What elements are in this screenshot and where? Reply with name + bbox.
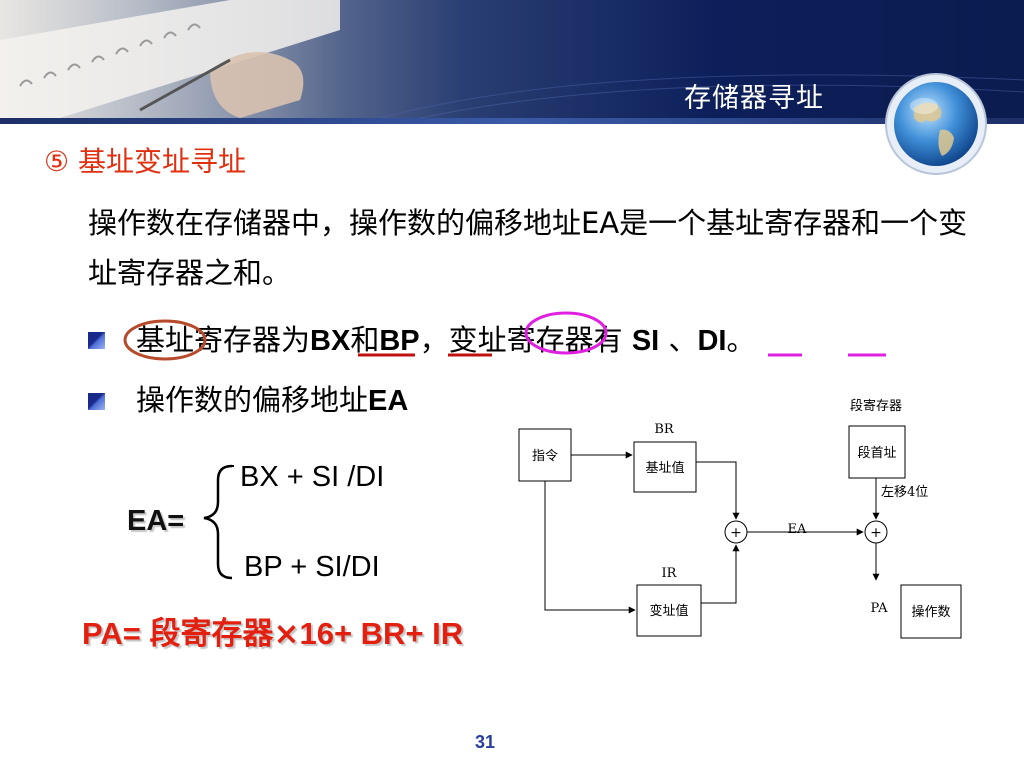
shift-label: 左移4位 xyxy=(881,485,928,500)
reg-bx: BX xyxy=(310,325,351,357)
text-period: 。 xyxy=(726,323,756,357)
brace-symbol xyxy=(203,464,233,580)
bullet-offset-address: 操作数的偏移地址EA xyxy=(136,377,408,419)
formula-line-2: BP + SI/DI xyxy=(244,551,380,583)
text-and: 和 xyxy=(350,323,380,357)
intro-paragraph: 操作数在存储器中，操作数的偏移地址EA是一个基址寄存器和一个变址寄存器之和。 xyxy=(88,206,968,290)
reg-di: DI xyxy=(697,325,727,357)
ea-text: EA xyxy=(368,385,409,417)
operand-box xyxy=(900,584,962,639)
base-value-box xyxy=(633,441,697,493)
text-separator: 、 xyxy=(659,323,698,357)
pa-prefix: PA= xyxy=(82,616,150,651)
base-value-label: 基址值 xyxy=(645,460,684,476)
globe-icon xyxy=(885,73,987,175)
svg-text:+: + xyxy=(730,525,742,541)
bullet-registers: 基址寄存器为BX和BP，变址寄存器有 SI 、DI。 xyxy=(136,317,755,359)
bullet-square-icon xyxy=(88,332,105,349)
header-divider xyxy=(0,118,1024,124)
seg-reg-label: 段寄存器 xyxy=(850,398,902,414)
pa-seg-reg: 段寄存器× xyxy=(149,616,300,652)
instruction-label: 指令 xyxy=(532,449,558,464)
header-banner xyxy=(0,0,1024,118)
index-value-label: 变址值 xyxy=(649,603,688,619)
svg-text:+: + xyxy=(870,525,882,541)
pa-suffix: 16+ BR+ IR xyxy=(299,616,464,651)
text-base-register: 基址寄存器为 xyxy=(136,323,311,357)
address-diagram: 指令 BR 基址值 IR 变址值 段寄存器 段首址 左移4位 + + EA PA… xyxy=(518,398,962,639)
page-number: 31 xyxy=(474,732,496,752)
bullet-square-icon xyxy=(88,393,105,410)
pa-diagram-label: PA xyxy=(871,601,889,616)
seg-base-box xyxy=(848,425,906,479)
index-value-box xyxy=(636,584,702,637)
br-label: BR xyxy=(654,422,675,437)
reg-si: SI xyxy=(631,325,660,357)
notebook-hand-image xyxy=(0,0,340,118)
operand-label: 操作数 xyxy=(911,604,950,620)
pa-formula: PA= 段寄存器×16+ BR+ IR xyxy=(82,608,463,653)
section-title: ⑤ 基址变址寻址 xyxy=(44,145,247,178)
ir-label: IR xyxy=(662,566,678,581)
seg-base-label: 段首址 xyxy=(857,446,896,461)
text-index-register: ，变址寄存器有 xyxy=(419,323,632,357)
header-title: 存储器寻址 xyxy=(684,83,824,114)
reg-bp: BP xyxy=(379,325,420,357)
ea-label: EA= xyxy=(127,505,185,537)
ea-diagram-label: EA xyxy=(788,522,807,537)
text-offset-address: 操作数的偏移地址 xyxy=(136,383,369,417)
formula-line-1: BX + SI /DI xyxy=(240,461,385,493)
